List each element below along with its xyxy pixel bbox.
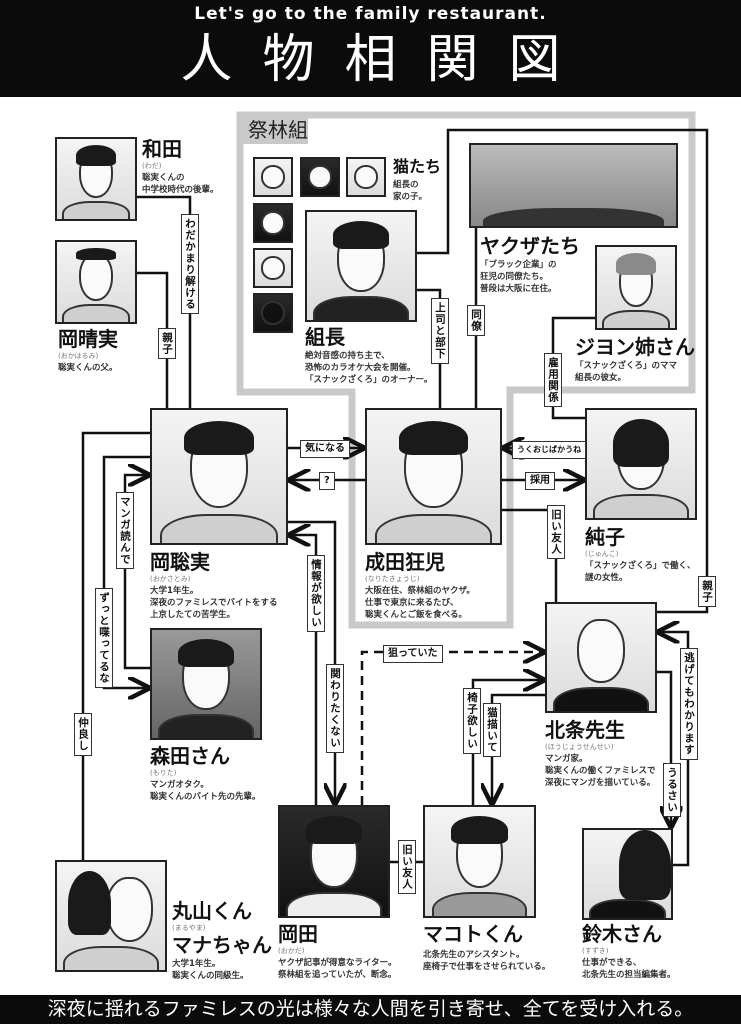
relation-label: 狙っていた xyxy=(383,645,443,663)
character-reading-satomi: (おかさとみ) xyxy=(150,575,191,583)
character-name-jiyon: ジヨン姉さん xyxy=(575,335,695,359)
relation-label: 椅子欲しい xyxy=(463,688,481,754)
group-label: 祭林組 xyxy=(240,116,308,144)
portrait-cat xyxy=(253,203,293,243)
character-desc-wada: 聡実くんの 中学校時代の後輩。 xyxy=(142,173,219,195)
character-name-harumi: 岡晴実 xyxy=(58,327,118,351)
arrow-hojo-makoto xyxy=(492,693,545,803)
character-name-wada: 和田 xyxy=(142,137,182,161)
footer-tagline: 深夜に揺れるファミレスの光は様々な人間を引き寄せ、全てを受け入れる。 xyxy=(0,995,741,1024)
portrait-cat xyxy=(253,157,293,197)
character-name-maruyama: 丸山くん xyxy=(172,899,252,923)
line-kumicho-hojo xyxy=(417,128,709,614)
arrow-makoto-hojo xyxy=(471,680,543,805)
character-desc-kyoji: 大阪在住、祭林組のヤクザ。 仕事で東京に来るたび、 聡実くんとご飯を食べる。 xyxy=(365,586,475,620)
relation-label: 仲良し xyxy=(74,713,92,756)
character-name-makoto: マコトくん xyxy=(423,922,523,946)
relation-label: 親子 xyxy=(158,328,176,359)
character-desc-morita: マンガオタク。 聡実くんのバイト先の先輩。 xyxy=(150,780,261,802)
character-desc-harumi: 聡実くんの父。 xyxy=(58,363,118,373)
relation-label: 情報が欲しい xyxy=(307,555,325,632)
character-desc-cats: 組長の 家の子。 xyxy=(393,180,428,202)
character-reading-harumi: (おかはるみ) xyxy=(58,352,99,360)
character-reading-junko: (じゅんこ) xyxy=(585,550,619,558)
portrait-yakuza xyxy=(469,143,678,228)
line-kumicho-kyoji xyxy=(417,288,442,408)
character-name-suzuki: 鈴木さん xyxy=(582,922,662,946)
relation-label: ずっと喋ってるな xyxy=(95,588,113,688)
character-name-cats: 猫たち xyxy=(393,157,442,176)
character-reading-wada: (わだ) xyxy=(142,162,162,170)
line-wada-satomi xyxy=(137,195,192,408)
portrait-satomi xyxy=(150,408,288,545)
portrait-okada xyxy=(278,805,390,918)
character-name-satomi: 岡聡実 xyxy=(150,550,210,574)
relation-label: わだかまり解ける xyxy=(181,214,199,314)
character-desc-okada: ヤクザ記事が得意なライター。 祭林組を追っていたが、断念。 xyxy=(278,958,397,980)
character-desc-kumicho: 絶対音感の持ち主で、 恐怖のカラオケ大会を開催。 「スナックざくろ」のオーナー。 xyxy=(305,351,433,385)
character-reading-maruyama: (まるやま) xyxy=(172,924,206,932)
portrait-wada xyxy=(55,137,137,221)
character-name-kumicho: 組長 xyxy=(305,325,345,349)
portrait-hojo xyxy=(545,602,657,713)
character-name-kyoji: 成田狂児 xyxy=(365,550,445,574)
portrait-cat xyxy=(346,157,386,197)
portrait-kumicho xyxy=(305,210,417,322)
relation-label: ? xyxy=(319,472,335,490)
portrait-jiyon xyxy=(595,245,677,330)
arrow-morita-satomi xyxy=(123,475,150,670)
arrow-satomi-morita xyxy=(102,455,150,688)
portrait-makoto xyxy=(423,805,536,918)
relation-label: 関わりたくない xyxy=(326,664,344,753)
character-name-yakuza: ヤクザたち xyxy=(480,234,580,258)
relation-label: 親子 xyxy=(698,576,716,607)
portrait-cat xyxy=(253,293,293,333)
page-title: 人物相関図 xyxy=(180,30,591,90)
relation-label: うくおじばかうね xyxy=(512,441,587,459)
portrait-maruyama-mana xyxy=(55,860,167,972)
relation-label: マンガ読んで xyxy=(116,492,134,569)
portrait-morita xyxy=(150,628,262,740)
character-desc-makoto: 北条先生のアシスタント。 座椅子で仕事をさせられている。 xyxy=(423,950,551,972)
character-reading-morita: (もりた) xyxy=(150,769,177,777)
relation-label: 雇用関係 xyxy=(544,353,562,407)
portrait-suzuki xyxy=(582,828,673,920)
character-desc-hojo: マンガ家。 聡実くんの働くファミレスで 深夜にマンガを描いている。 xyxy=(545,754,656,788)
portrait-kyoji xyxy=(365,408,502,545)
character-desc-jiyon: 「スナックざくろ」のママ 組長の彼女。 xyxy=(575,361,678,383)
character-desc-satomi: 大学1年生。 深夜のファミレスでバイトをする 上京したての苦学生。 xyxy=(150,586,278,620)
relation-label: 逃げてもわかります xyxy=(680,648,698,760)
arrow-okada-hojo xyxy=(360,652,543,805)
arrow-okada-satomi xyxy=(290,535,318,805)
portrait-cat xyxy=(300,157,340,197)
character-desc-suzuki: 仕事ができる、 北条先生の担当編集者。 xyxy=(582,958,676,980)
character-desc-yakuza: 「ブラック企業」の 狂児の同僚たち。 普段は大阪に在住。 xyxy=(480,260,557,294)
character-reading-okada: (おかだ) xyxy=(278,947,305,955)
character-name-okada: 岡田 xyxy=(278,922,318,946)
character-name-morita: 森田さん xyxy=(150,744,230,768)
character-name-hojo: 北条先生 xyxy=(545,718,625,742)
header-subtitle: Let's go to the family restaurant. xyxy=(194,4,547,24)
header-banner: Let's go to the family restaurant. 人物相関図 xyxy=(0,0,741,97)
character-reading-hojo: (ほうじょうせんせい) xyxy=(545,743,614,751)
relation-label: 気になる xyxy=(300,440,350,458)
character-reading-suzuki: (すずき) xyxy=(582,947,609,955)
group-boundary xyxy=(236,111,696,629)
relation-label: うるさい xyxy=(663,763,681,817)
portrait-junko xyxy=(585,408,697,520)
relation-label: 旧い友人 xyxy=(547,505,565,559)
character-reading-kyoji: (なりたきょうじ) xyxy=(365,575,420,583)
relation-label: 旧い友人 xyxy=(398,840,416,894)
portrait-cat xyxy=(253,248,293,288)
character-name-junko: 純子 xyxy=(585,525,625,549)
character-desc-maruyama-mana: 大学1年生。 聡実くんの同級生。 xyxy=(172,959,249,981)
relation-label: 採用 xyxy=(525,472,555,490)
relation-label: 猫描いて xyxy=(483,703,501,757)
character-name-mana: マナちゃん xyxy=(172,933,272,957)
line-harumi-satomi xyxy=(137,271,169,408)
character-desc-junko: 「スナックざくろ」で働く、 謎の女性。 xyxy=(585,561,696,583)
portrait-harumi xyxy=(55,240,137,324)
relation-label: 上司と部下 xyxy=(431,298,449,364)
relation-label: 同僚 xyxy=(467,305,485,336)
